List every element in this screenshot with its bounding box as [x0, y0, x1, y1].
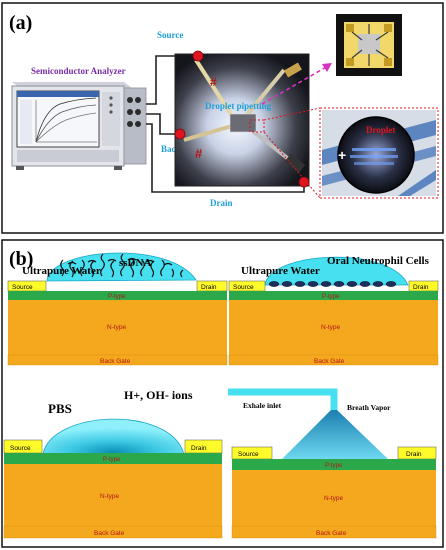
pbs-n-type-text: N-type [100, 493, 120, 500]
droplet-closeup-photo: + [322, 110, 436, 196]
device-ssdna [7, 252, 228, 366]
chip-zoom-arrow [261, 65, 329, 105]
pbs-drain-text: Drain [191, 445, 207, 452]
panel-a: (a) Semiconductor Analyzer [1, 2, 444, 234]
semiconductor-analyzer-device [11, 82, 147, 170]
back-gate-contact-dot [174, 128, 186, 140]
n-type-layer [229, 300, 438, 355]
p-type-layer [8, 291, 227, 300]
probe-arm-1 [194, 58, 234, 118]
breath-drain-text: Drain [406, 451, 422, 458]
droplet-zoom-line-1 [263, 107, 321, 121]
breath-vapor-cone [282, 410, 388, 459]
drain-cable [146, 123, 305, 193]
device-neutrophil [228, 256, 439, 366]
neutrophil-liquid-label: Ultrapure Water [241, 265, 320, 277]
analyzer-title: Semiconductor Analyzer [31, 66, 126, 76]
ssdna-p-type-text: P-type [108, 294, 126, 300]
device-pbs [3, 418, 223, 539]
ssdna-strands [60, 253, 184, 278]
n-type-layer [232, 470, 436, 526]
drain-contact-dot [298, 176, 310, 188]
ssdna-drain-text: Drain [201, 284, 217, 291]
panel-a-label: (a) [9, 12, 32, 34]
breath-p-type-text: P-type [325, 463, 343, 469]
svg-text:+: + [338, 147, 346, 163]
n-type-layer [8, 300, 227, 355]
source-contact-dot [192, 50, 204, 62]
ssdna-analyte-label: ssDNA [119, 257, 151, 269]
panel-b: (b) [1, 239, 444, 548]
probe-arm-2 [244, 68, 286, 118]
droplet-zoom-region [249, 119, 265, 133]
back-gate-layer [231, 525, 437, 539]
pbs-liquid-label: PBS [48, 401, 72, 416]
probe-station-photo: # # [174, 53, 310, 187]
back-gate-layer [228, 354, 439, 366]
pbs-analyte-label: H+, OH- ions [124, 388, 193, 402]
water-droplet-neutrophil [264, 256, 409, 286]
p-type-layer [232, 459, 436, 470]
drain-label: Drain [210, 198, 233, 208]
neutrophil-drain-text: Drain [413, 284, 429, 291]
droplet-zoom-line-2 [263, 131, 321, 199]
svg-text:#: # [195, 146, 203, 161]
neutrophil-p-type-text: P-type [322, 294, 340, 300]
neutrophil-n-type-text: N-type [321, 324, 341, 331]
source-label: Source [157, 30, 183, 40]
panel-b-label: (b) [9, 248, 33, 270]
back-gate-layer [3, 525, 223, 539]
breath-back-gate-text: Back Gate [316, 530, 347, 537]
pbs-droplet [42, 418, 185, 455]
ssdna-back-gate-text: Back Gate [100, 358, 131, 365]
chip-zoom-arrowhead [322, 63, 332, 72]
back-gate-cable [146, 113, 178, 135]
ssdna-source-text: Source [12, 284, 33, 291]
p-type-layer [229, 291, 438, 300]
droplet-pipetting-label: Droplet pipetting [205, 101, 272, 111]
probe-arm-3 [183, 124, 233, 142]
ssdna-liquid-label: Ultrapure Water [22, 265, 101, 277]
exhale-inlet-pipe [228, 388, 338, 410]
droplet-label: Droplet [366, 125, 395, 135]
p-type-layer [4, 453, 222, 464]
device-breath [228, 388, 437, 539]
pbs-p-type-text: P-type [103, 457, 121, 463]
exhale-inlet-label: Exhale inlet [243, 401, 282, 410]
svg-text:#: # [210, 75, 217, 89]
n-type-layer [4, 464, 222, 526]
water-droplet-ssdna [46, 252, 197, 282]
breath-vapor-label: Breath Vapor [347, 403, 391, 412]
pbs-source-text: Source [10, 445, 31, 452]
neutrophil-back-gate-text: Back Gate [314, 358, 345, 365]
neutrophil-cells [268, 281, 397, 287]
neutrophil-analyte-label: Oral Neutrophil Cells [327, 255, 430, 267]
pbs-back-gate-text: Back Gate [94, 530, 125, 537]
back-gate-layer [7, 354, 228, 366]
sample-chip [229, 113, 257, 133]
breath-n-type-text: N-type [324, 495, 344, 502]
ssdna-n-type-text: N-type [107, 324, 127, 331]
breath-source-text: Source [238, 451, 259, 458]
neutrophil-source-text: Source [233, 284, 254, 291]
chip-photo [336, 14, 402, 76]
